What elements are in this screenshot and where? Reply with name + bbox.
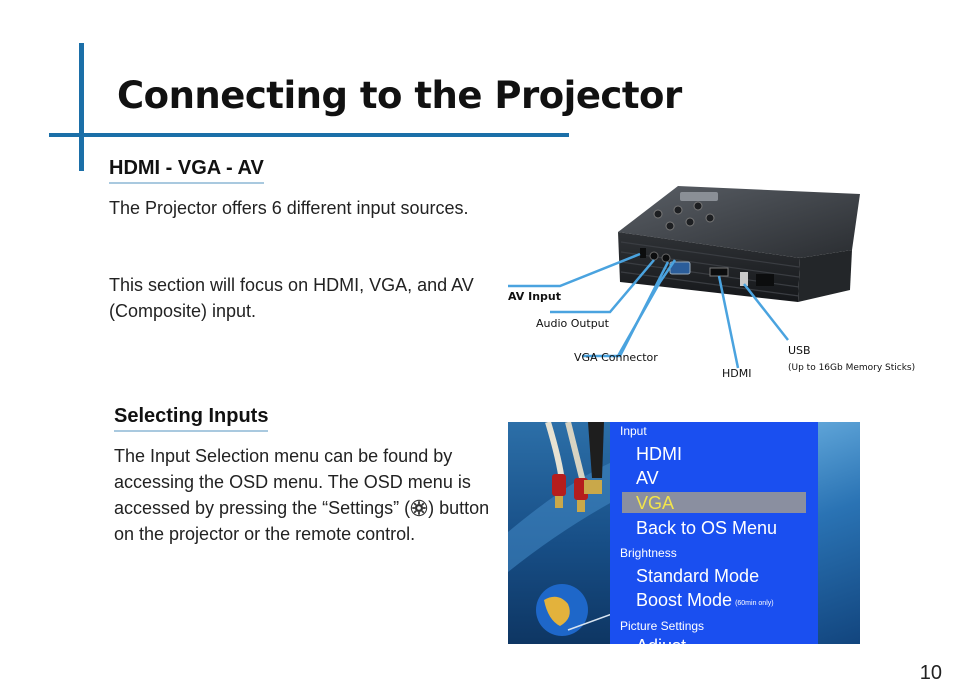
focus-paragraph: This section will focus on HDMI, VGA, an… [109, 275, 474, 321]
intro-paragraph: The Projector offers 6 different input s… [109, 198, 469, 218]
label-av-input: AV Input [508, 290, 561, 303]
osd-item-adjust-partial[interactable]: Adjust [636, 636, 686, 644]
osd-item-av[interactable]: AV [636, 468, 659, 488]
osd-category-brightness: Brightness [620, 546, 677, 560]
osd-item-boost-mode[interactable]: Boost Mode(60min only) [636, 590, 774, 611]
osd-item-hdmi[interactable]: HDMI [636, 444, 682, 464]
label-vga-connector: VGA Connector [574, 351, 658, 364]
section-heading-selecting-inputs: Selecting Inputs [114, 405, 269, 432]
selecting-inputs-paragraph: The Input Selection menu can be found by… [114, 443, 514, 547]
connector-callout-lines [508, 252, 789, 369]
osd-selection-highlight [622, 492, 806, 513]
gear-icon [410, 499, 428, 517]
osd-item-back-to-os-menu[interactable]: Back to OS Menu [636, 518, 778, 538]
label-usb-note: (Up to 16Gb Memory Sticks) [788, 363, 915, 373]
page-title: Connecting to the Projector [117, 74, 682, 117]
osd-right-background [817, 422, 860, 644]
label-audio-output: Audio Output [536, 317, 610, 330]
osd-item-standard-mode[interactable]: Standard Mode [636, 566, 760, 586]
paragraph-text-before-icon: The Input Selection menu can be found by… [114, 446, 471, 518]
osd-category-picture-settings: Picture Settings [620, 619, 705, 633]
osd-item-boost-mode-label: Boost Mode [636, 590, 733, 610]
vertical-accent-line [79, 43, 84, 171]
page-number: 10 [919, 662, 942, 684]
osd-menu-panel: Input HDMI AV VGA Back to OS Menu Bright… [610, 422, 818, 644]
osd-boost-note: (60min only) [735, 600, 774, 607]
osd-menu-screenshot: Input HDMI AV VGA Back to OS Menu Bright… [508, 422, 860, 644]
label-hdmi: HDMI [722, 367, 751, 380]
osd-category-input: Input [620, 424, 647, 438]
horizontal-accent-line [49, 133, 569, 137]
projector-diagram: AV Input Audio Output VGA Connector HDMI… [508, 186, 915, 380]
osd-background-art [508, 422, 612, 636]
section-heading-hdmi-vga-av: HDMI - VGA - AV [109, 157, 264, 184]
osd-item-vga[interactable]: VGA [636, 493, 675, 513]
projector-body [618, 186, 860, 302]
label-usb: USB [788, 344, 811, 357]
paragraph-text-after-icon: ) button on the projector or the remote … [114, 498, 490, 544]
